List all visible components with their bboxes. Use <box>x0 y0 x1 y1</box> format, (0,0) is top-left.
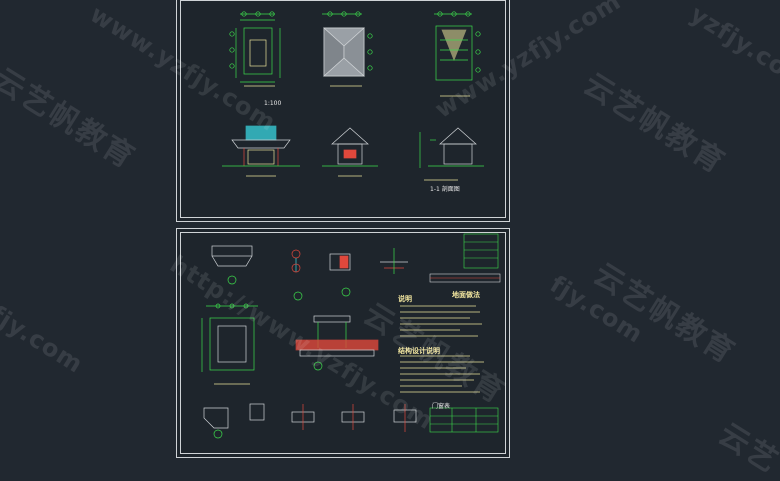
detail-2-column <box>291 249 303 301</box>
floor-section-strip <box>429 273 501 283</box>
detail-base <box>380 248 408 274</box>
cad-drawing-layer <box>201 11 501 439</box>
footing-details <box>291 404 417 432</box>
ceiling-plan <box>434 11 481 97</box>
sheet-inner-frame <box>180 0 506 218</box>
door-window-table <box>429 407 499 433</box>
section-label: 1-1 剖面图 <box>430 186 460 193</box>
front-elevation <box>222 125 300 177</box>
table-title: 门窗表 <box>432 403 451 410</box>
detail-4 <box>203 403 265 439</box>
foundation-section <box>295 315 379 371</box>
construction-notes-title: 结构设计说明 <box>398 347 440 355</box>
detail-3-wall <box>329 253 351 297</box>
side-elevation <box>322 127 378 177</box>
floor-plan <box>229 11 281 87</box>
section-1-1 <box>419 127 484 181</box>
notes-title: 说明 <box>398 295 412 303</box>
foundation-plan <box>201 303 258 385</box>
roof-plan <box>322 11 373 87</box>
legend-table <box>463 233 499 269</box>
notes-text-block <box>400 305 484 393</box>
plan-scale-label: 1:100 <box>264 100 282 107</box>
detail-1-cornice <box>211 245 253 285</box>
floor-finish-title: 地面做法 <box>452 291 480 299</box>
